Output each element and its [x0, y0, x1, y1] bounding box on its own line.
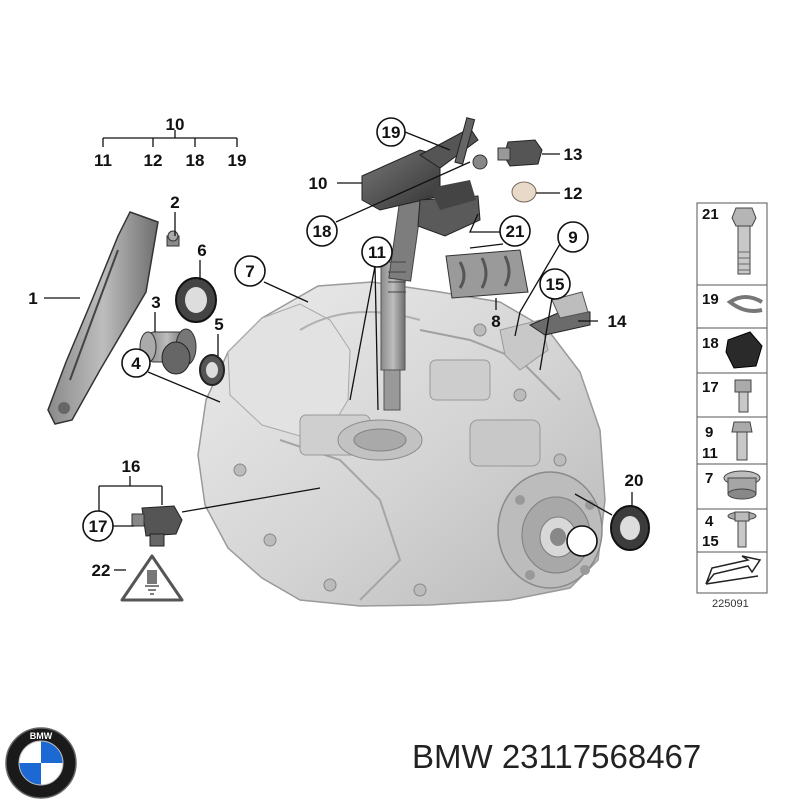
legend-num-21: 21	[702, 206, 719, 223]
shaft-seal-5	[199, 354, 225, 386]
callout-2: 2	[170, 193, 179, 212]
callout-labels: 10 11 12 18 19 1 2 6 3 5 4 7 11 19 10 18…	[28, 115, 643, 580]
legend-num-15: 15	[702, 533, 719, 550]
legend-num-11: 11	[702, 445, 718, 462]
bolt-21-icon	[731, 207, 757, 275]
callout-10-group: 10	[166, 115, 185, 134]
callout-19-group: 19	[228, 151, 247, 170]
callout-21: 21	[506, 222, 525, 241]
transmission-housing	[197, 281, 606, 607]
clutch-release-lever	[47, 211, 159, 425]
selector-shaft	[380, 188, 424, 411]
bmw-logo-letters: BMW	[30, 731, 53, 741]
callout-14: 14	[608, 312, 627, 331]
callout-18-group: 18	[186, 151, 205, 170]
callout-5: 5	[214, 315, 223, 334]
callout-3: 3	[151, 293, 160, 312]
callout-20: 20	[625, 471, 644, 490]
callout-11-group: 11	[94, 151, 112, 170]
callout-bubbles	[82, 117, 598, 557]
legend-num-9: 9	[705, 424, 713, 441]
callout-16: 16	[122, 457, 141, 476]
shaft-seal-20	[610, 505, 650, 551]
leader-lines	[44, 130, 633, 571]
legend-num-19: 19	[702, 291, 719, 308]
electrostatic-warning-icon	[120, 554, 184, 602]
callout-9: 9	[568, 228, 577, 247]
callout-8: 8	[491, 312, 500, 331]
callout-12-group: 12	[144, 151, 163, 170]
callout-12: 12	[564, 184, 583, 203]
callout-7: 7	[245, 262, 254, 281]
callout-4: 4	[131, 354, 141, 373]
callout-17: 17	[89, 517, 108, 536]
part-number-caption: BMW 23117568467	[412, 738, 702, 775]
legend-num-7: 7	[705, 470, 713, 487]
rubber-mount-18-icon	[725, 331, 763, 369]
callout-10: 10	[309, 174, 328, 193]
callout-1: 1	[28, 289, 37, 308]
holder-bracket	[445, 249, 529, 299]
legend-num-18: 18	[702, 335, 719, 352]
ball-stud	[166, 230, 180, 247]
circlip-19-icon	[726, 295, 764, 313]
bmw-logo: BMW	[5, 727, 77, 799]
reverse-light-switch	[497, 139, 543, 167]
fastener-legend: 21 19 18 17 9 11 7 4 15	[696, 202, 768, 610]
gearshift-mechanism	[361, 117, 488, 237]
hex-bolt-9-11-icon	[731, 421, 753, 461]
plug-7-icon	[723, 470, 761, 500]
guide-sleeve	[161, 341, 191, 375]
callout-6: 6	[197, 241, 206, 260]
speed-sensor	[131, 505, 183, 547]
direction-arrow-icon	[705, 555, 762, 585]
callout-13: 13	[564, 145, 583, 164]
callout-15: 15	[546, 275, 565, 294]
callout-22: 22	[92, 561, 111, 580]
flange-bolt-4-15-icon	[727, 511, 757, 548]
shaft-seal-6	[175, 277, 217, 323]
boot-cap	[511, 181, 537, 203]
reference-number: 225091	[712, 598, 749, 610]
socket-screw-17-icon	[734, 379, 752, 413]
legend-num-17: 17	[702, 379, 719, 396]
callout-11: 11	[368, 243, 386, 262]
callout-18: 18	[313, 222, 332, 241]
legend-num-4: 4	[705, 513, 714, 530]
callout-19: 19	[382, 123, 401, 142]
